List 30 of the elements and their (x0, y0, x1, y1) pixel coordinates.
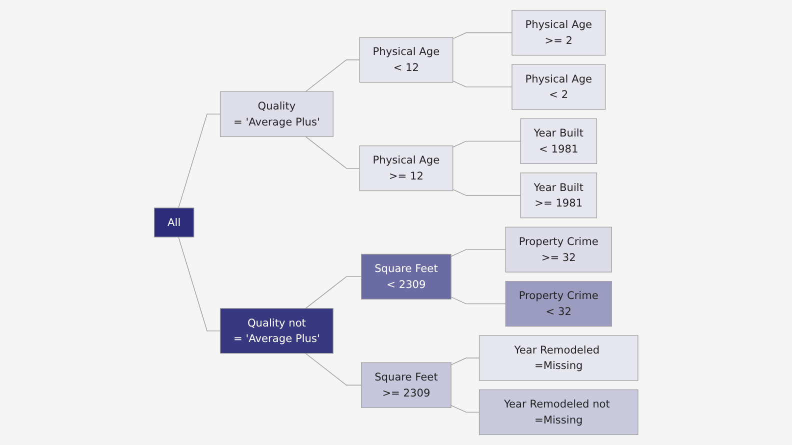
node-box (520, 118, 597, 164)
node-box (478, 335, 638, 381)
connector (452, 32, 512, 40)
connector (450, 358, 480, 366)
connector (178, 114, 220, 208)
connector (450, 296, 506, 304)
node-box (154, 208, 194, 238)
node-box (220, 308, 334, 354)
connector (305, 276, 362, 309)
node-box (520, 172, 597, 218)
node-box (512, 64, 606, 110)
connector (305, 136, 360, 169)
connector (178, 236, 220, 332)
connector (452, 140, 521, 148)
node-box (360, 362, 452, 408)
connector (450, 405, 480, 413)
node-box (359, 37, 454, 83)
connector (450, 249, 506, 257)
connector (452, 80, 512, 88)
connector (452, 189, 521, 196)
node-box (512, 10, 606, 56)
connector (305, 353, 362, 386)
node-box (220, 91, 334, 137)
connector (305, 60, 360, 92)
node-box (478, 389, 638, 436)
node-box (359, 145, 454, 192)
node-box (505, 281, 612, 327)
tree-diagram: All Quality = 'Average Plus' Physical Age < 12 Physical Age >= 2 Physical Age < 2 Physical Age >= 12 Year Built < 1981 Year Built >= 1981 Quality not = 'Average Plus' Square Feet < 2309 Property Crime >= 32 Property Crime < 32 Square Feet >= 2309 Year Remodeled =Missing Year Remodeled not =Missing (148, 5, 644, 440)
node-box (505, 226, 612, 272)
node-box (360, 254, 452, 300)
